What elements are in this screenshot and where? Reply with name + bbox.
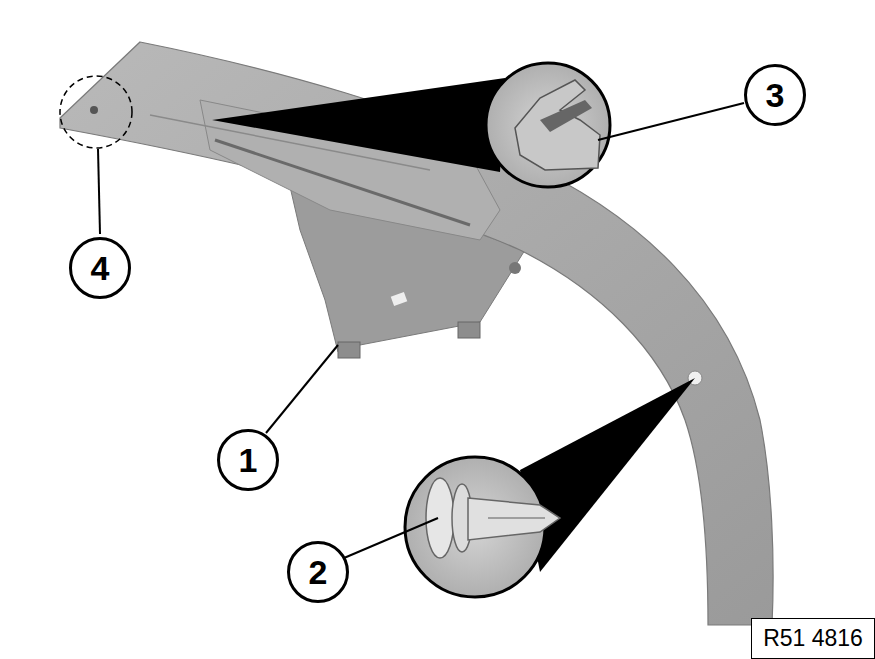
panel-clip [338,342,360,358]
callout-number: 4 [91,251,110,285]
leader-line [266,345,338,433]
panel-tab [391,292,408,306]
callout-circle: 3 [744,64,806,126]
callout-number: 2 [309,555,328,589]
clip-symbol [488,517,545,519]
clip-symbol [515,80,600,170]
leader-line [598,103,744,140]
callout-circle: 1 [217,429,279,491]
callout-number: 1 [239,443,258,477]
zoom-circle [486,63,610,187]
callout-circle: 2 [287,541,349,603]
clip-symbol [426,478,454,558]
trim-panel [60,42,773,625]
zoom-wedge [520,378,695,572]
callout-number: 3 [766,78,785,112]
clip-symbol [540,100,592,132]
leader-line [98,149,100,234]
clip-symbol [468,498,560,540]
panel-clip [458,322,480,338]
tab-location [90,106,98,114]
figure-id: R51 4816 [763,625,863,652]
callout-circle: 4 [69,237,131,299]
detail-circle [60,76,132,148]
panel-hole [509,262,521,274]
leader-line [344,518,438,558]
zoom-wedge [212,78,505,172]
figure-id-box: R51 4816 [751,618,875,659]
